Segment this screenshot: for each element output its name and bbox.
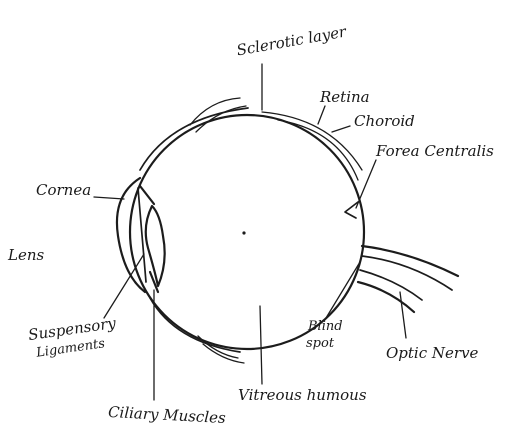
leader-fovea — [356, 160, 376, 208]
label-cornea: Cornea — [36, 183, 91, 198]
ciliary-upper — [140, 186, 154, 204]
optic-nerve-upper-outer — [362, 246, 458, 276]
leader-choroid — [332, 126, 350, 132]
label-fovea-centralis: Forea Centralis — [376, 144, 494, 159]
lower-sclera-arc-1 — [150, 298, 240, 352]
label-lens: Lens — [8, 248, 44, 263]
leader-optic-nerve — [400, 292, 406, 338]
leader-vitreous — [260, 306, 262, 384]
label-blind-line1: Blind — [308, 320, 343, 333]
sclerotic-arc-1 — [140, 108, 248, 170]
eye-centre-dot — [242, 231, 245, 234]
fovea-notch — [345, 202, 358, 218]
label-choroid: Choroid — [354, 114, 415, 129]
optic-nerve-upper-inner — [362, 256, 452, 290]
choroid-layer — [262, 112, 362, 170]
leader-cornea — [94, 197, 124, 199]
label-optic-nerve: Optic Nerve — [386, 346, 478, 361]
lens-outline — [146, 206, 165, 286]
label-retina: Retina — [320, 90, 370, 105]
leader-retina — [318, 106, 325, 124]
leader-blind-spot — [326, 262, 360, 318]
optic-nerve-lower-outer — [358, 282, 414, 312]
label-vitreous-humour: Vitreous humous — [238, 388, 367, 403]
label-blind-line2: spot — [306, 337, 334, 350]
